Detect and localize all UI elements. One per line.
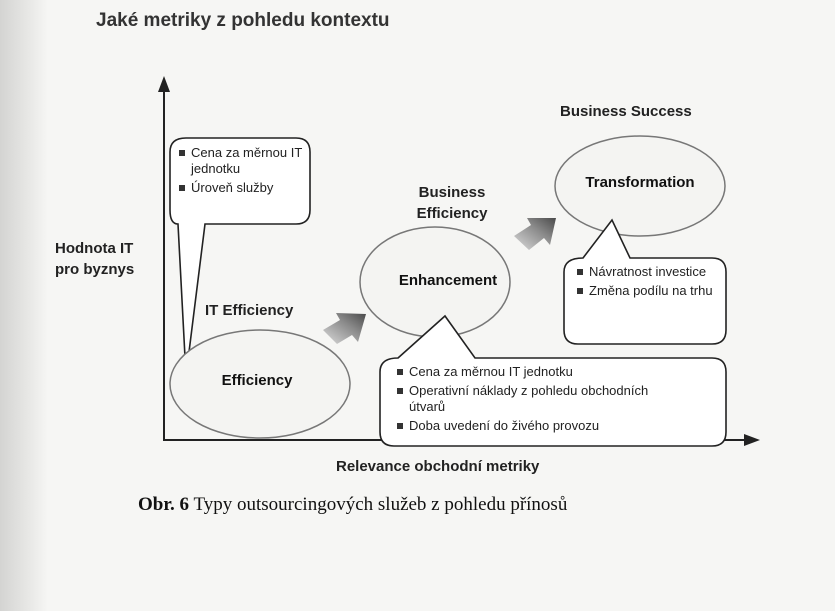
ellipse-label-efficiency: Efficiency	[221, 372, 293, 389]
y-axis-label: Hodnota IT pro byznys	[55, 238, 134, 280]
y-axis-label-line1: Hodnota IT	[55, 240, 134, 257]
arrow-enhancement-to-transformation	[514, 218, 556, 250]
figure-caption-text: Typy outsourcingových služeb z pohledu p…	[193, 494, 568, 515]
y-axis-label-line2: pro byznys	[55, 261, 135, 278]
callout-transformation-item: Návratnost investice	[576, 264, 716, 280]
ellipse-transformation	[554, 135, 726, 237]
callout-efficiency: Cena za měrnou IT jednotku Úroveň služby	[178, 145, 306, 199]
callout-enhancement-item: Doba uvedení do živého provozu	[396, 418, 716, 434]
level-label-it-efficiency: IT Efficiency	[205, 302, 294, 319]
diagram-title: Jaké metriky z pohledu kontextu	[96, 10, 390, 31]
ellipse-label-transformation: Transformation	[585, 174, 695, 191]
callout-transformation: Návratnost investice Změna podílu na trh…	[576, 264, 716, 302]
callout-enhancement-item: Cena za měrnou IT jednotku	[396, 364, 716, 380]
callout-enhancement-shape	[379, 314, 727, 447]
callout-transformation-shape	[563, 218, 727, 345]
callout-efficiency-item: Úroveň služby	[178, 180, 306, 196]
level-label-business-success: Business Success	[560, 103, 692, 120]
x-axis-label: Relevance obchodní metriky	[336, 458, 540, 475]
y-axis-arrowhead	[158, 76, 170, 92]
level-label-business-efficiency-line2: Efficiency	[416, 205, 488, 222]
callout-efficiency-item: Cena za měrnou IT jednotku	[178, 145, 306, 177]
level-label-business-efficiency: Business Efficiency	[400, 182, 504, 224]
x-axis-arrowhead	[744, 434, 760, 446]
callout-enhancement: Cena za měrnou IT jednotku Operativní ná…	[396, 364, 716, 437]
scan-edge	[0, 0, 48, 611]
ellipse-efficiency	[169, 329, 351, 439]
arrow-efficiency-to-enhancement	[323, 313, 366, 344]
ellipse-label-enhancement: Enhancement	[398, 272, 498, 289]
callout-transformation-item: Změna podílu na trhu	[576, 283, 716, 299]
callout-efficiency-shape	[169, 137, 311, 377]
figure-caption-label: Obr. 6	[138, 494, 190, 515]
callout-enhancement-item: Operativní náklady z pohledu obchodních …	[396, 383, 649, 415]
level-label-business-efficiency-line1: Business	[418, 184, 486, 201]
figure-caption: Obr. 6 Typy outsourcingových služeb z po…	[138, 494, 567, 516]
